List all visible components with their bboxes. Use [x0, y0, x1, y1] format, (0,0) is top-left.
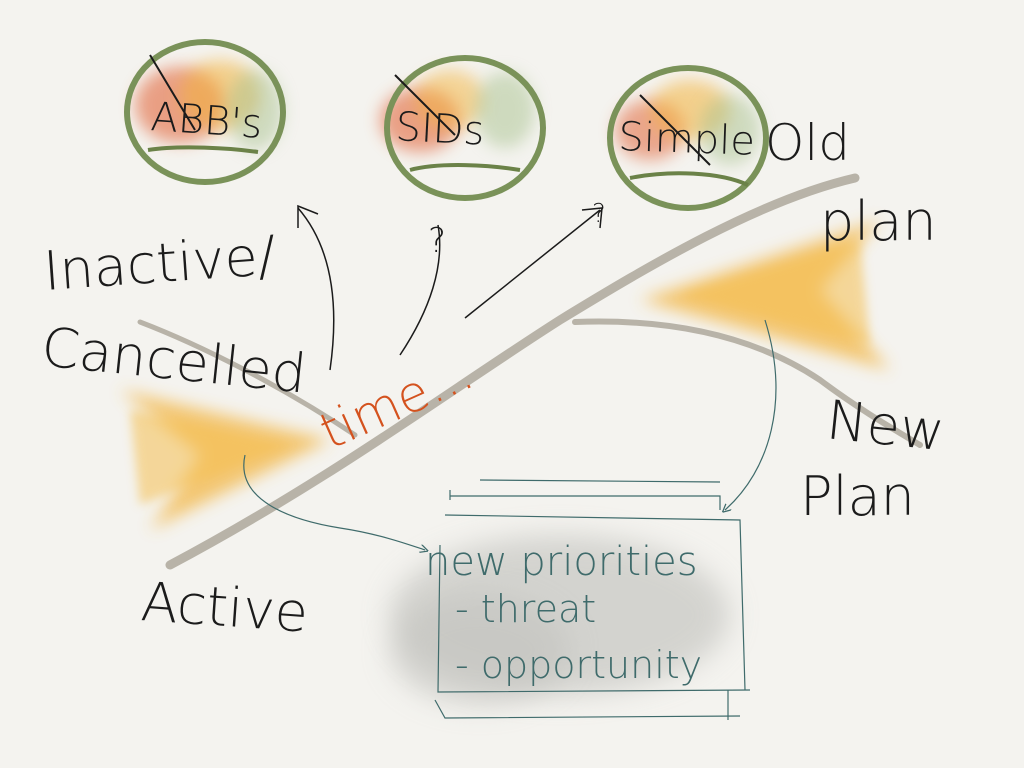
time-label: time... [311, 343, 481, 461]
arrows-to-circles [297, 204, 603, 371]
new-plan-label: Plan [800, 465, 915, 528]
arrow-to-simple [464, 209, 601, 319]
circle-simple-label: Simple [618, 114, 756, 165]
main-road [165, 173, 860, 570]
arrow-plan-to-box [725, 319, 777, 510]
priorities-box [434, 479, 751, 720]
old-label: Old [765, 114, 850, 172]
arrow-to-abbs-head [297, 204, 319, 228]
arrow-to-abbs [297, 207, 335, 371]
labels: ABB's SIDs Simple Old plan Inactive/ Can… [39, 94, 948, 687]
active-label: Active [139, 570, 310, 644]
right-yellow-wedge [640, 220, 890, 370]
question-mark-2: ? [592, 199, 606, 229]
road-lines [137, 173, 923, 570]
question-mark-1: ? [428, 221, 446, 261]
box-line-2: - threat [455, 587, 596, 631]
box-line-3: - opportunity [455, 643, 702, 687]
arrow-active-to-box [243, 454, 425, 550]
plan-label: plan [820, 190, 937, 253]
arrow-to-simple-head [581, 207, 603, 229]
circle-abbs-label: ABB's [149, 94, 264, 148]
gray-wash [390, 535, 730, 705]
new-plan-branch [572, 318, 923, 448]
inactive-label: Inactive/ [42, 224, 278, 303]
cancelled-label: Cancelled [39, 315, 310, 405]
arrow-to-sids [399, 224, 441, 356]
inactive-branch [137, 319, 358, 438]
new-label: New [824, 388, 948, 463]
box-line-1: new priorities [425, 539, 698, 585]
teal-arrows [243, 319, 777, 550]
circle-sids [380, 55, 546, 201]
circle-sids-label: SIDs [394, 104, 485, 155]
circle-simple [607, 65, 769, 211]
left-yellow-wedge [120, 390, 330, 530]
circle-abbs [124, 39, 286, 185]
